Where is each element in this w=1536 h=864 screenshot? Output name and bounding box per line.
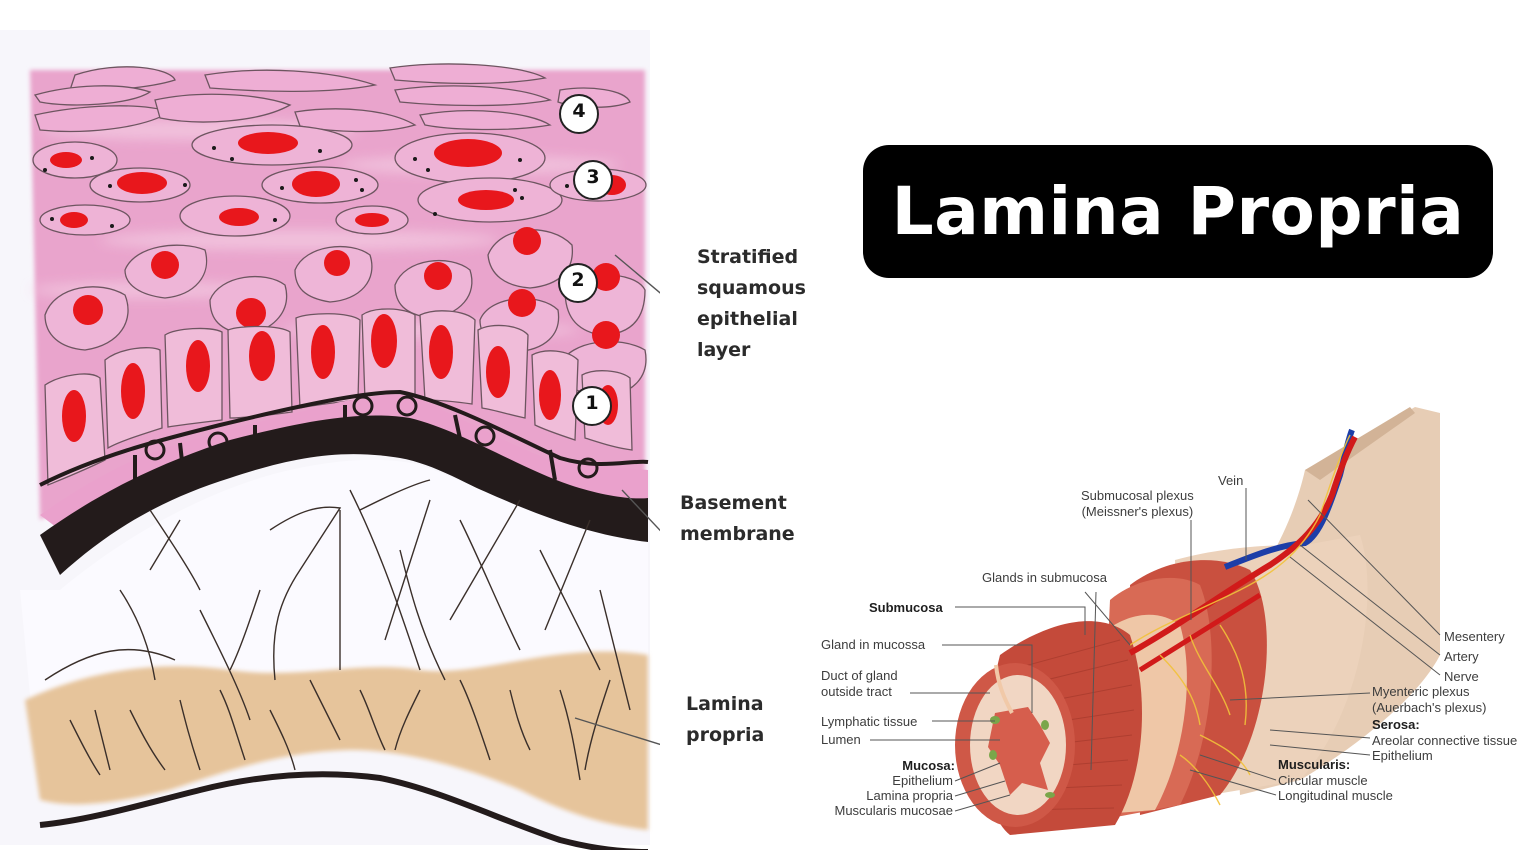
marker-3: [573, 160, 613, 200]
label-longitudinal-muscle: Longitudinal muscle: [1278, 788, 1393, 803]
collagen-fibers: [44, 479, 631, 781]
label-muscularis-mucosae: Muscularis mucosae: [834, 803, 954, 818]
marker-label-3: 3: [586, 166, 600, 188]
label-submucosa: Submucosa: [869, 600, 943, 615]
marker-label-1: 1: [585, 392, 599, 414]
label-artery: Artery: [1444, 649, 1479, 664]
label-mucosa-heading: Mucosa:: [902, 758, 955, 773]
lumen: [988, 707, 1050, 795]
label-submucosal-plexus: Submucosal plexus (Meissner's plexus): [1081, 488, 1194, 519]
basement-membrane-line: [40, 415, 648, 575]
marker-label-4: 4: [572, 100, 586, 122]
label-muscularis-heading: Muscularis:: [1278, 757, 1351, 772]
spinous-cells: [44, 229, 647, 398]
nerve-plexus: [1129, 434, 1351, 806]
label-mucosa-epithelium: Epithelium: [892, 773, 953, 788]
label-mesentery: Mesentery: [1444, 629, 1505, 644]
marker-4: [559, 94, 599, 134]
page-title: Lamina Propria: [891, 173, 1465, 250]
label-duct-of-gland: Duct of gland outside tract: [821, 668, 898, 699]
label-mucosa-lamina-propria: Lamina propria: [866, 788, 953, 803]
label-lymphatic-tissue: Lymphatic tissue: [821, 714, 918, 729]
squame-cells: [33, 63, 631, 133]
label-myenteric-plexus: Myenteric plexus (Auerbach's plexus): [1372, 684, 1487, 715]
label-circular-muscle: Circular muscle: [1278, 773, 1368, 788]
label-gland-in-mucosa: Gland in mucossa: [821, 637, 926, 652]
label-areolar-connective-tissue: Areolar connective tissue: [1372, 733, 1518, 748]
label-serosa-epithelium: Epithelium: [1372, 748, 1433, 763]
label-lumen: Lumen: [821, 732, 861, 747]
marker-2: [558, 263, 598, 303]
marker-label-2: 2: [571, 269, 585, 291]
lower-boundary-line: [39, 771, 649, 855]
title-banner: Lamina Propria: [863, 145, 1493, 278]
marker-1: [572, 386, 612, 426]
gi-tract-wall-diagram: Vein Submucosal plexus (Meissner's plexu…: [800, 395, 1536, 835]
label-stratified-squamous-epithelium: Stratified squamous epithelial layer: [697, 246, 806, 361]
label-serosa-heading: Serosa:: [1372, 717, 1420, 732]
label-vein: Vein: [1218, 473, 1244, 488]
layer-markers: [558, 94, 613, 426]
label-lamina-propria: Lamina propria: [686, 693, 765, 746]
label-nerve: Nerve: [1444, 669, 1479, 684]
label-basement-membrane: Basement membrane: [680, 492, 795, 545]
artery-vessel: [1128, 435, 1358, 656]
lamina-propria-region: [25, 651, 648, 830]
granular-nuclei: [50, 132, 626, 228]
stratified-epithelium-diagram: [0, 30, 691, 855]
label-glands-in-submucosa: Glands in submucosa: [982, 570, 1108, 585]
